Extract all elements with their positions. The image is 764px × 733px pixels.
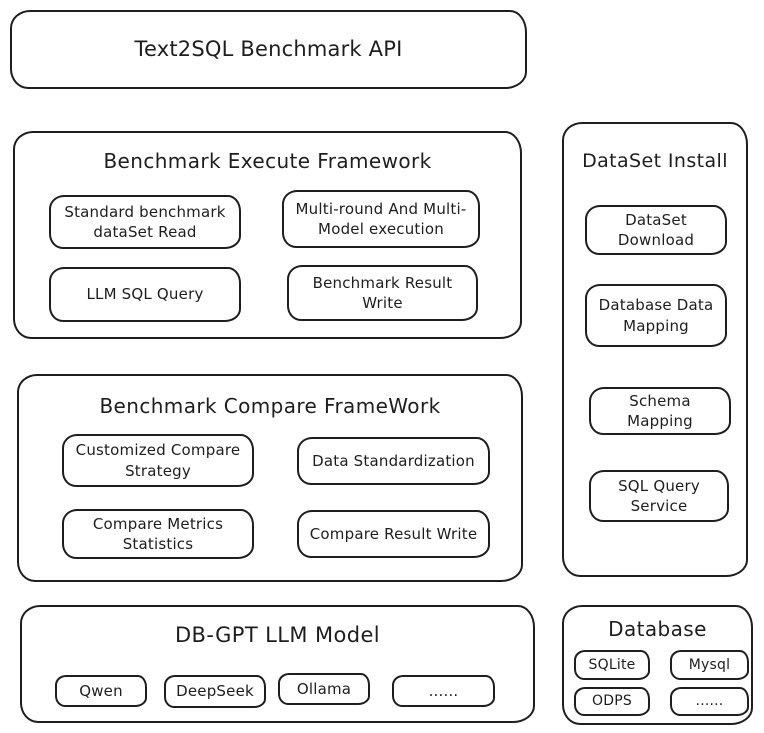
- sqlite-chip: SQLite: [574, 650, 650, 680]
- ollama-chip: Ollama: [278, 673, 370, 705]
- sql-query-service-label: SQL Query Service: [618, 476, 700, 515]
- dataset-download-node: DataSet Download: [585, 205, 727, 255]
- llm-sql-query-label: LLM SQL Query: [86, 285, 204, 304]
- more-models-label: ......: [428, 681, 459, 700]
- odps-label: ODPS: [592, 693, 632, 710]
- schema-mapping-label: Schema Mapping: [627, 391, 693, 430]
- benchmark-execute-framework-title: Benchmark Execute Framework: [103, 149, 432, 173]
- deepseek-chip: DeepSeek: [164, 675, 266, 708]
- db-gpt-llm-model-title: DB-GPT LLM Model: [174, 623, 380, 647]
- benchmark-result-write-label: Benchmark Result Write: [312, 273, 453, 312]
- more-databases-label: ......: [695, 693, 724, 710]
- multi-round-multi-model-execution-node: Multi-round And Multi-Model execution: [282, 190, 480, 248]
- database-title: Database: [608, 617, 707, 641]
- text2sql-benchmark-api-box: Text2SQL Benchmark API: [10, 10, 527, 89]
- data-standardization-node: Data Standardization: [297, 437, 490, 485]
- dataset-download-label: DataSet Download: [617, 210, 695, 249]
- odps-chip: ODPS: [574, 687, 650, 716]
- dataset-install-title: DataSet Install: [582, 150, 728, 172]
- standard-benchmark-dataset-read-label: Standard benchmark dataSet Read: [64, 202, 226, 241]
- ollama-label: Ollama: [296, 679, 352, 698]
- db-gpt-llm-model-panel: DB-GPT LLM Model Qwen DeepSeek Ollama ..…: [20, 605, 535, 723]
- compare-metrics-statistics-label: Compare Metrics Statistics: [92, 514, 224, 553]
- more-models-chip: ......: [392, 675, 495, 707]
- qwen-label: Qwen: [79, 681, 123, 700]
- benchmark-execute-framework: Benchmark Execute Framework Standard ben…: [13, 131, 522, 339]
- schema-mapping-node: Schema Mapping: [589, 387, 731, 435]
- dataset-install-panel: DataSet Install DataSet Download Databas…: [562, 122, 748, 577]
- benchmark-compare-framework-title: Benchmark Compare FrameWork: [99, 394, 441, 418]
- sqlite-label: SQLite: [588, 656, 636, 673]
- compare-result-write-node: Compare Result Write: [297, 510, 490, 558]
- database-data-mapping-label: Database Data Mapping: [598, 296, 714, 335]
- mysql-chip: Mysql: [670, 650, 749, 680]
- mysql-label: Mysql: [688, 656, 731, 673]
- deepseek-label: DeepSeek: [176, 682, 254, 701]
- more-databases-chip: ......: [670, 687, 749, 716]
- benchmark-compare-framework: Benchmark Compare FrameWork Customized C…: [17, 374, 523, 582]
- compare-metrics-statistics-node: Compare Metrics Statistics: [62, 509, 254, 559]
- llm-sql-query-node: LLM SQL Query: [49, 267, 241, 322]
- customized-compare-strategy-label: Customized Compare Strategy: [75, 441, 241, 480]
- database-data-mapping-node: Database Data Mapping: [585, 284, 727, 347]
- database-panel: Database SQLite Mysql ODPS ......: [562, 605, 753, 725]
- benchmark-result-write-node: Benchmark Result Write: [287, 265, 478, 321]
- qwen-chip: Qwen: [55, 675, 147, 707]
- customized-compare-strategy-node: Customized Compare Strategy: [62, 434, 254, 487]
- standard-benchmark-dataset-read-node: Standard benchmark dataSet Read: [49, 195, 241, 249]
- sql-query-service-node: SQL Query Service: [589, 470, 729, 522]
- data-standardization-label: Data Standardization: [312, 451, 475, 470]
- text2sql-benchmark-api-title: Text2SQL Benchmark API: [134, 37, 403, 62]
- multi-round-multi-model-execution-label: Multi-round And Multi-Model execution: [295, 199, 467, 238]
- compare-result-write-label: Compare Result Write: [309, 524, 478, 543]
